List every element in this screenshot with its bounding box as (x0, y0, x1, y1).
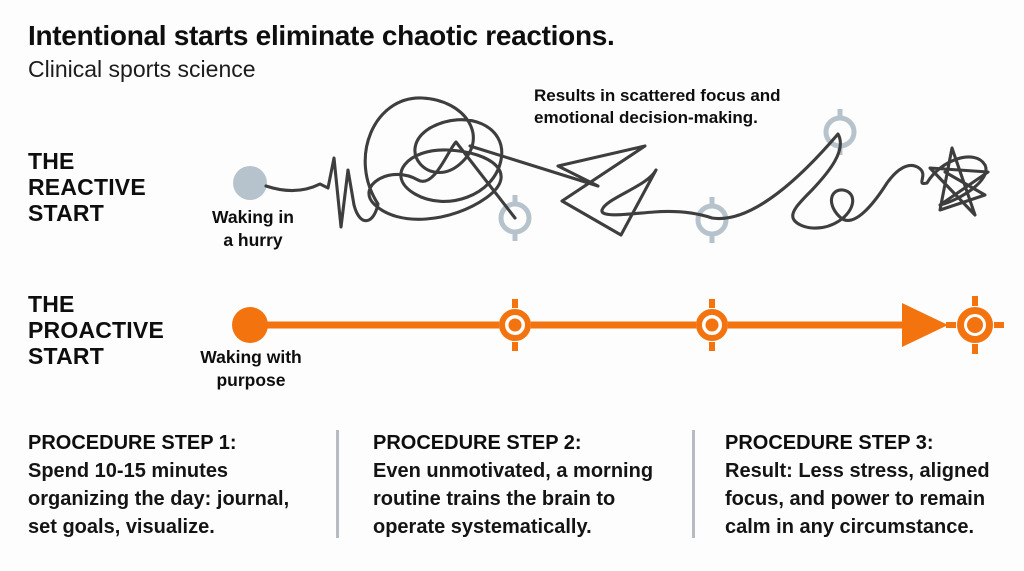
column-divider (336, 430, 339, 538)
bullseye-target-end-icon (946, 296, 1004, 354)
reactive-scribble-path-2 (468, 132, 990, 237)
annotation-line: Results in scattered focus and (534, 86, 781, 105)
reactive-start-caption: Waking in a hurry (143, 206, 363, 252)
milestone-marker-icon-2 (695, 197, 729, 243)
caption-line: purpose (216, 370, 286, 390)
caption-line: a hurry (223, 230, 283, 250)
bullseye-marker-icon-1 (499, 299, 531, 351)
step-heading: PROCEDURE STEP 1: (28, 432, 237, 454)
reactive-start-dot (233, 166, 267, 200)
milestone-marker-icon-1 (498, 195, 532, 241)
label-line: START (28, 200, 104, 226)
step-line: Even unmotivated, a morning (373, 460, 654, 482)
proactive-start-caption: Waking with purpose (141, 346, 361, 392)
arrowhead-icon (902, 303, 948, 347)
step-line: Result: Less stress, aligned (725, 460, 990, 482)
step-line: set goals, visualize. (28, 516, 215, 538)
annotation-line: emotional decision-making. (534, 108, 758, 127)
proactive-start-label: THE PROACTIVE START (28, 291, 164, 369)
caption-line: Waking in (212, 207, 294, 227)
label-line: THE (28, 291, 75, 317)
procedure-step-2: PROCEDURE STEP 2: Even unmotivated, a mo… (373, 429, 653, 541)
step-heading: PROCEDURE STEP 3: (725, 432, 934, 454)
procedure-step-3: PROCEDURE STEP 3: Result: Less stress, a… (725, 429, 990, 541)
reactive-start-label: THE REACTIVE START (28, 148, 146, 226)
label-line: THE (28, 148, 75, 174)
reactive-scribble-path (264, 96, 517, 229)
label-line: REACTIVE (28, 174, 146, 200)
proactive-start-dot (232, 307, 268, 343)
step-heading: PROCEDURE STEP 2: (373, 432, 582, 454)
label-line: PROACTIVE (28, 317, 164, 343)
step-line: organizing the day: journal, (28, 488, 290, 510)
caption-line: Waking with (200, 347, 302, 367)
label-line: START (28, 343, 104, 369)
page-title: Intentional starts eliminate chaotic rea… (28, 20, 615, 51)
step-line: Spend 10-15 minutes (28, 460, 229, 482)
reactive-annotation: Results in scattered focus and emotional… (534, 85, 781, 129)
step-line: routine trains the brain to (373, 488, 616, 510)
step-line: calm in any circumstance. (725, 516, 975, 538)
bullseye-marker-icon-2 (696, 299, 728, 351)
step-line: focus, and power to remain (725, 488, 986, 510)
page-subtitle: Clinical sports science (28, 56, 256, 82)
procedure-step-1: PROCEDURE STEP 1: Spend 10-15 minutes or… (28, 429, 289, 541)
step-line: operate systematically. (373, 516, 592, 538)
column-divider (692, 430, 695, 538)
